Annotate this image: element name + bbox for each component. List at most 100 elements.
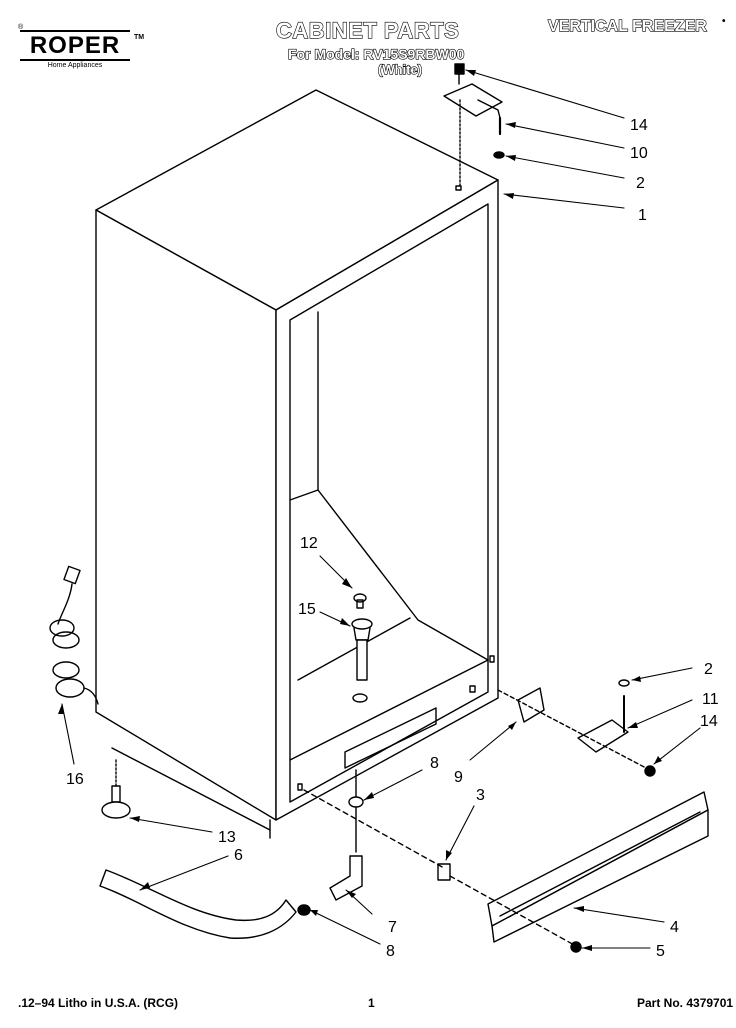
hinge-screw-top — [454, 63, 465, 75]
top-hinge — [443, 63, 505, 189]
arrow-11 — [628, 722, 638, 728]
top-hinge-bracket — [443, 83, 503, 117]
arrow-9 — [508, 722, 516, 730]
arrow-12 — [342, 578, 352, 588]
footer-print-info: .12–94 Litho in U.S.A. (RCG) — [18, 996, 179, 1010]
power-cord-coil-2 — [52, 631, 80, 649]
bottom-hinge — [497, 679, 656, 777]
bottom-hinge-screw — [644, 765, 656, 777]
cabinet-hinge-hole-lower — [469, 685, 476, 693]
cabinet-base-line — [111, 747, 271, 831]
power-plug — [63, 565, 81, 585]
cabinet-side — [95, 209, 277, 821]
arrow-2b — [632, 676, 641, 682]
kick-plate-front — [487, 791, 709, 927]
drain-tube — [356, 639, 368, 681]
callout-15: 15 — [298, 601, 316, 618]
leader-1 — [503, 193, 625, 209]
bottom-hinge-bracket — [577, 719, 629, 753]
product-category: VERTICAL FREEZER — [547, 17, 707, 35]
drain-funnel-top — [351, 618, 373, 630]
callout-13: 13 — [218, 829, 236, 846]
cabinet-bottom-rail — [289, 659, 489, 761]
arrow-14a — [466, 70, 476, 76]
leader-3 — [445, 805, 475, 861]
footer-part-number: Part No. 4379701 — [637, 996, 734, 1010]
leader-lines — [61, 69, 701, 949]
drain-washer — [352, 693, 368, 703]
cabinet — [95, 89, 499, 839]
brand-name: ROPER — [29, 32, 121, 59]
bottom-hinge-washer — [618, 679, 630, 687]
footer-page-number: 1 — [368, 996, 375, 1010]
cabinet-vent-slot — [344, 707, 437, 769]
callout-8: 8 — [430, 755, 439, 772]
arrow-6 — [140, 882, 150, 890]
leveling-leg-foot — [101, 801, 131, 819]
cabinet-inner-floor — [317, 489, 489, 661]
leader-13 — [129, 817, 213, 833]
leader-6 — [139, 855, 229, 891]
cabinet-inner-frame — [289, 203, 489, 803]
leveling-leg-stem — [111, 785, 121, 803]
leader-9 — [469, 721, 517, 761]
callout-14: 14 — [630, 117, 648, 134]
latch-dash — [303, 789, 445, 869]
leveling-leg — [101, 759, 131, 819]
kick-plate-screw — [570, 941, 582, 953]
callout-11: 11 — [702, 691, 719, 708]
kick-plate-body — [491, 809, 709, 943]
callout-1: 1 — [638, 207, 647, 224]
cabinet-hinge-hole-side — [489, 655, 495, 663]
callout-10: 10 — [630, 145, 648, 162]
drain-elbow — [329, 855, 363, 901]
arrow-5 — [582, 945, 592, 951]
arrow-13 — [130, 816, 140, 822]
power-cord-wire — [57, 583, 73, 625]
registered-mark: ® — [18, 24, 24, 31]
top-hinge-arm — [477, 99, 501, 119]
drain-grommet — [348, 796, 364, 808]
arrow-7 — [346, 890, 356, 898]
power-cord-coil-4 — [55, 678, 85, 698]
arrow-8a — [364, 792, 374, 800]
arrow-1 — [504, 193, 514, 199]
page-title: CABINET PARTS — [275, 17, 460, 43]
power-cord — [49, 565, 99, 705]
leader-2b — [631, 667, 693, 681]
logo-bar-top — [20, 30, 130, 32]
arrow-14b — [654, 756, 662, 764]
arrow-4 — [574, 906, 584, 912]
leader-11 — [627, 699, 693, 729]
leader-14b — [653, 727, 701, 765]
trademark-mark: TM — [134, 34, 145, 41]
callout-16: 16 — [66, 771, 84, 788]
model-color: (White) — [377, 61, 423, 77]
drain-elbow-washer — [297, 904, 311, 916]
drain-assembly — [351, 593, 373, 703]
brand-tagline: Home Appliances — [47, 62, 103, 69]
power-cord-coil-3 — [52, 661, 80, 679]
arrow-3 — [446, 850, 452, 860]
cabinet-front-frame — [275, 179, 499, 821]
kick-plate — [303, 789, 709, 953]
cabinet-shelf-edge — [297, 617, 411, 681]
drain-plug — [353, 593, 367, 603]
condensate-hose-body — [99, 869, 297, 939]
arrow-8b — [310, 910, 318, 916]
power-cord-tail — [83, 687, 99, 705]
callout-9: 9 — [454, 769, 463, 786]
arrow-2a — [506, 155, 516, 161]
bottom-hinge-dash — [497, 689, 647, 769]
callout-5: 5 — [656, 943, 665, 960]
logo-bar-bottom — [20, 59, 130, 61]
callout-12: 12 — [300, 535, 318, 552]
callout-2: 2 — [636, 175, 645, 192]
leader-8a — [363, 769, 423, 801]
callout-2-lower: 2 — [704, 661, 713, 678]
model-number: For Model: RV15S9RBW00 — [287, 45, 465, 62]
latch-dash-2 — [449, 875, 577, 947]
callout-3: 3 — [476, 787, 485, 804]
leader-8b — [309, 909, 381, 945]
